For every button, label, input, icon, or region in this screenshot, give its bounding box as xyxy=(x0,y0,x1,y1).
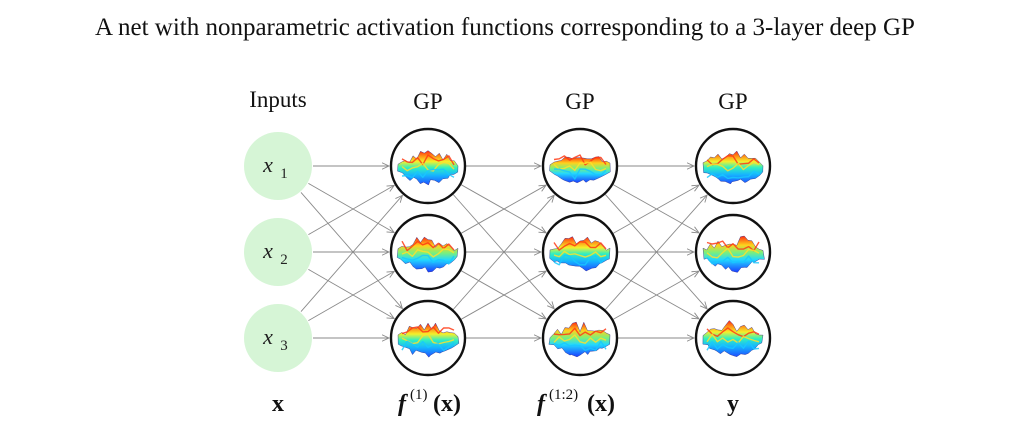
surface-ridge xyxy=(553,168,607,180)
edge-arrow xyxy=(308,183,394,232)
edge-arrow xyxy=(300,195,402,312)
edge-arrow xyxy=(452,195,554,310)
surface-ridge xyxy=(553,250,607,258)
edge-arrow xyxy=(604,195,707,310)
gp-surface-icon xyxy=(549,154,611,184)
input-var: x xyxy=(262,152,273,177)
surface-ridge xyxy=(401,326,455,335)
layer2-header: GP xyxy=(565,89,594,114)
edge-arrow xyxy=(308,185,394,235)
surface-ridge xyxy=(401,161,455,172)
input-subscript: 2 xyxy=(280,252,288,268)
surface-ridge xyxy=(553,241,607,251)
gp-node-layer2-unit1 xyxy=(541,127,619,205)
surface-ridge xyxy=(706,333,760,344)
gp-surface-icon xyxy=(702,235,765,273)
input-node-3: x 3 xyxy=(244,304,312,372)
layer1-output-label: f (1) (x) xyxy=(398,387,461,417)
edge-arrow xyxy=(612,185,699,234)
gp-surface-icon xyxy=(396,236,459,273)
layer2-sup: (1:2) xyxy=(549,387,578,403)
surface-ridge xyxy=(706,240,760,252)
gp-node-layer3-unit2 xyxy=(694,213,772,291)
surface-ridge xyxy=(706,161,760,172)
gp-surface-icon xyxy=(397,150,459,186)
layer1-arg: (x) xyxy=(433,391,461,417)
gp-node-layer3-unit3 xyxy=(694,299,772,377)
input-subscript: 3 xyxy=(280,338,288,354)
layer1-header: GP xyxy=(413,89,442,114)
surface-body xyxy=(548,321,611,358)
surface-ridge xyxy=(553,340,607,352)
gp-surface-icon xyxy=(548,321,611,358)
surface-ridge xyxy=(553,334,607,344)
input-node-circle xyxy=(244,132,312,200)
inputs-header: Inputs xyxy=(249,87,307,112)
gp-node-layer1-unit2 xyxy=(389,213,467,291)
layer2-arg: (x) xyxy=(587,391,615,417)
edge-arrow xyxy=(460,271,546,320)
surface-ridge xyxy=(401,248,455,258)
gp-node-layer3-unit1 xyxy=(694,127,772,205)
layer2-func: f xyxy=(537,391,547,417)
edge-arrow xyxy=(612,271,699,320)
edge-arrow xyxy=(308,269,394,318)
surface-ridge xyxy=(706,327,760,338)
gp-surface-icon xyxy=(702,320,764,357)
input-node-circle xyxy=(244,218,312,286)
surface-ridge xyxy=(401,168,455,179)
surface-ridge xyxy=(401,240,455,252)
layer2-output-label: f (1:2) (x) xyxy=(537,387,615,417)
input-node-2: x 2 xyxy=(244,218,312,286)
surface-ridge xyxy=(706,247,760,259)
surface-ridge xyxy=(401,154,455,166)
surface-ridge xyxy=(706,170,760,180)
layer3-header: GP xyxy=(718,89,747,114)
surface-body xyxy=(702,235,765,273)
surface-ridge xyxy=(706,340,760,351)
gp-nodes xyxy=(389,127,772,377)
edge-arrow xyxy=(300,192,402,308)
input-node-1: x 1 xyxy=(244,132,312,200)
inputs-vector-label: x xyxy=(272,391,284,417)
gp-surface-icon xyxy=(397,322,460,358)
edge-arrow xyxy=(308,271,394,321)
gp-node-layer1-unit3 xyxy=(389,299,467,377)
surface-ridge xyxy=(706,255,760,265)
surface-ridge xyxy=(401,340,455,352)
surface-ridge xyxy=(553,327,607,337)
input-var: x xyxy=(262,238,273,263)
surface-ridge xyxy=(553,161,607,172)
gp-node-layer2-unit2 xyxy=(541,213,619,291)
edge-arrow xyxy=(460,185,546,234)
layer1-sup: (1) xyxy=(410,387,428,403)
surface-ridge xyxy=(401,254,455,265)
gp-surface-icon xyxy=(549,236,611,272)
input-node-circle xyxy=(244,304,312,372)
output-y-label: y xyxy=(727,391,739,417)
surface-body xyxy=(397,322,460,358)
input-subscript: 1 xyxy=(280,166,288,182)
layer1-func: f xyxy=(398,391,408,417)
diagram-title: A net with nonparametric activation func… xyxy=(95,14,915,41)
connection-edges xyxy=(300,166,707,338)
surface-ridge xyxy=(553,254,607,266)
gp-node-layer1-unit1 xyxy=(389,127,467,205)
surface-body xyxy=(549,236,611,272)
input-var: x xyxy=(262,324,273,349)
surface-ridge xyxy=(553,154,607,166)
gp-node-layer2-unit3 xyxy=(541,299,619,377)
gp-surface-icon xyxy=(702,150,764,185)
